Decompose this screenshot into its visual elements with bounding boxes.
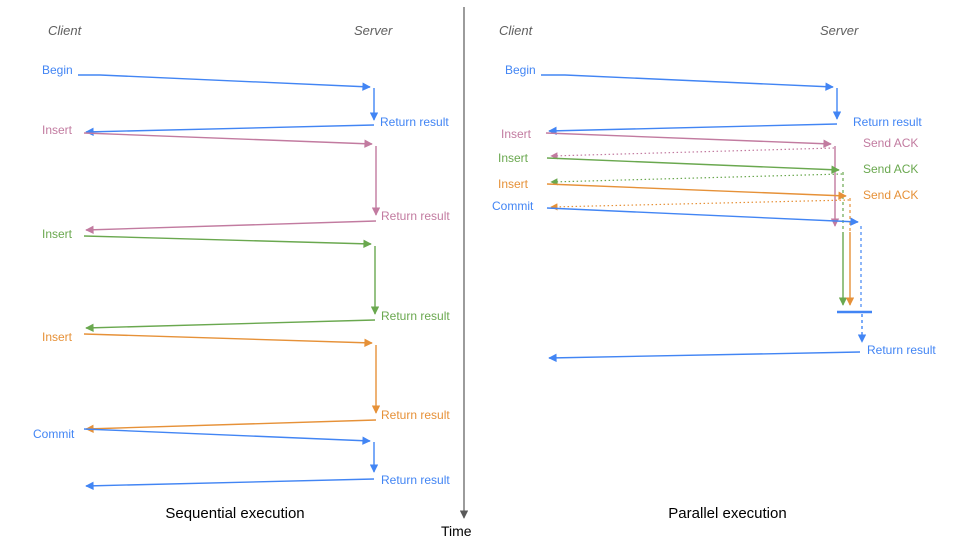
left-insert1-request-arrow xyxy=(83,132,373,148)
right-insert3-ack-label: Send ACK xyxy=(863,188,919,202)
left-commit-request-arrow xyxy=(83,428,371,445)
right-final-return-label: Return result xyxy=(867,343,936,357)
left-commit-return-label: Return result xyxy=(381,473,450,487)
left-begin-request-arrow xyxy=(78,74,371,91)
right-panel-arrows xyxy=(541,74,872,363)
right-insert1-ack-arrow xyxy=(550,147,835,160)
right-insert2-ack-label: Send ACK xyxy=(863,162,919,176)
left-panel-title: Sequential execution xyxy=(165,505,305,522)
left-begin-return-arrow xyxy=(85,124,375,137)
left-insert3-return-arrow xyxy=(85,419,377,433)
right-step-insert2-label: Insert xyxy=(498,151,529,165)
right-insert2-ack-arrow xyxy=(550,173,843,186)
right-insert2-request-arrow xyxy=(546,157,840,174)
right-step-insert3-label: Insert xyxy=(498,177,529,191)
left-commit-return-arrow xyxy=(85,478,375,491)
left-step-insert2-label: Insert xyxy=(42,227,73,241)
left-insert2-return-arrow xyxy=(85,319,376,332)
left-insert2-return-label: Return result xyxy=(381,309,450,323)
right-insert3-request-arrow xyxy=(546,183,847,200)
left-step-insert3-label: Insert xyxy=(42,330,73,344)
time-axis-label: Time xyxy=(441,523,472,539)
right-insert3-ack-arrow xyxy=(550,199,850,211)
right-begin-request-arrow xyxy=(541,74,834,91)
right-server-header: Server xyxy=(820,23,859,38)
left-insert3-request-arrow xyxy=(83,333,373,347)
left-insert2-request-arrow xyxy=(83,235,372,248)
right-step-begin-label: Begin xyxy=(505,63,536,77)
right-begin-return-label: Return result xyxy=(853,115,922,129)
right-step-commit-label: Commit xyxy=(492,199,534,213)
left-insert1-return-label: Return result xyxy=(381,209,450,223)
right-client-header: Client xyxy=(499,23,533,38)
right-insert1-request-arrow xyxy=(545,132,832,148)
left-insert3-return-label: Return result xyxy=(381,408,450,422)
right-insert1-ack-label: Send ACK xyxy=(863,136,919,150)
right-begin-return-arrow xyxy=(548,123,838,136)
right-commit-request-arrow xyxy=(546,207,859,226)
left-server-header: Server xyxy=(354,23,393,38)
left-client-header: Client xyxy=(48,23,82,38)
right-final-return-arrow xyxy=(548,351,861,363)
left-insert1-return-arrow xyxy=(85,220,377,234)
left-begin-return-label: Return result xyxy=(380,115,449,129)
right-panel-title: Parallel execution xyxy=(668,505,787,522)
left-step-insert1-label: Insert xyxy=(42,123,73,137)
left-panel-arrows xyxy=(78,74,381,491)
left-step-commit-label: Commit xyxy=(33,427,75,441)
left-step-begin-label: Begin xyxy=(42,63,73,77)
right-step-insert1-label: Insert xyxy=(501,127,532,141)
